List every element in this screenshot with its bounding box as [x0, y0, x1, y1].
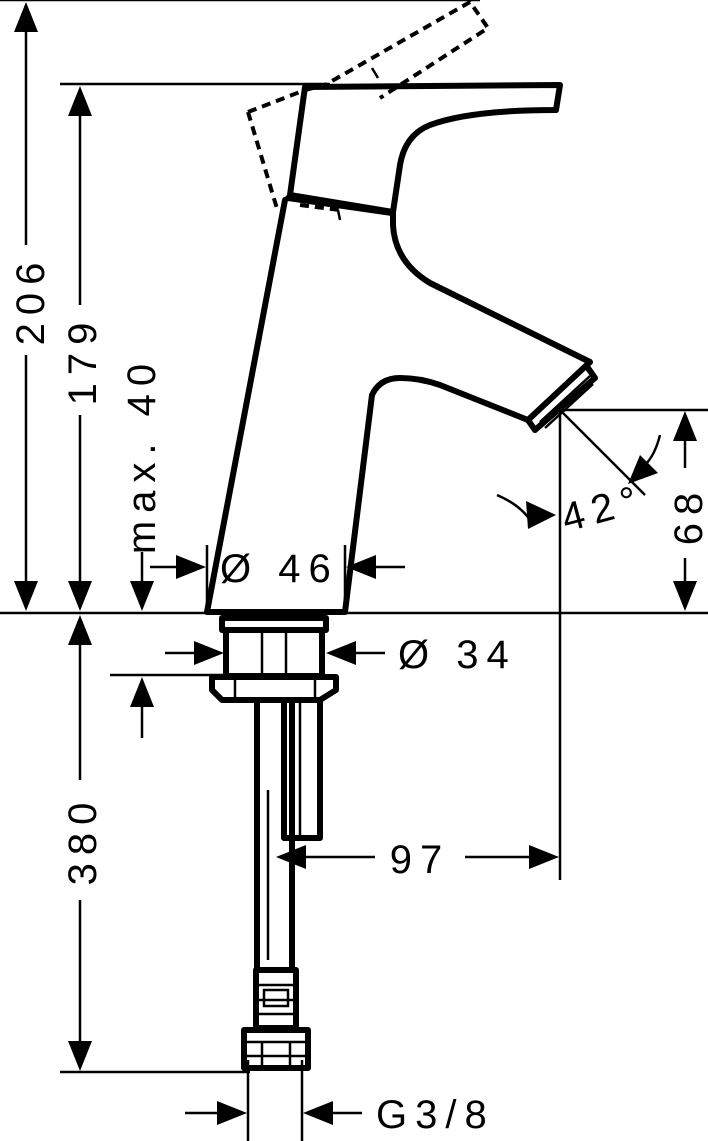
dim-label-97: 97: [390, 838, 451, 882]
dimension-spray-angle: 42°: [496, 409, 662, 541]
dimension-max-deck: max. 40: [120, 356, 164, 738]
dim-label-380: 380: [61, 795, 105, 886]
dim-label-68: 68: [667, 485, 708, 546]
dimension-spout-clearance: 68: [667, 411, 708, 611]
dimension-base-diameter: Ø 46: [150, 547, 405, 591]
dim-label-angle-42: 42°: [557, 476, 650, 540]
dimension-connection-thread: G3/8: [185, 1093, 495, 1137]
faucet-body: [204, 0, 598, 615]
dimension-shank-diameter: Ø 34: [165, 633, 517, 677]
dim-label-179: 179: [61, 315, 105, 406]
dim-label-206: 206: [9, 255, 53, 346]
dim-label-diameter-46: Ø 46: [220, 547, 339, 591]
lever-handle-open-position: [247, 0, 490, 114]
mounting-nut: [209, 674, 339, 703]
dim-label-g38: G3/8: [376, 1093, 495, 1137]
lever-handle: [287, 82, 563, 215]
faucet-body-outline: [204, 197, 593, 615]
dim-label-diameter-34: Ø 34: [398, 633, 517, 677]
dimension-hose-length: 380: [61, 615, 105, 1071]
dimension-spout-height: 179: [61, 86, 105, 611]
supply-hose: [241, 697, 323, 1071]
connection-nut: [241, 1027, 311, 1071]
aerator: [525, 365, 598, 433]
dimension-total-height: 206: [9, 2, 53, 611]
dim-label-max-40: max. 40: [120, 356, 164, 554]
mounting-assembly: [209, 615, 339, 703]
dimension-spout-reach: 97: [276, 838, 559, 882]
